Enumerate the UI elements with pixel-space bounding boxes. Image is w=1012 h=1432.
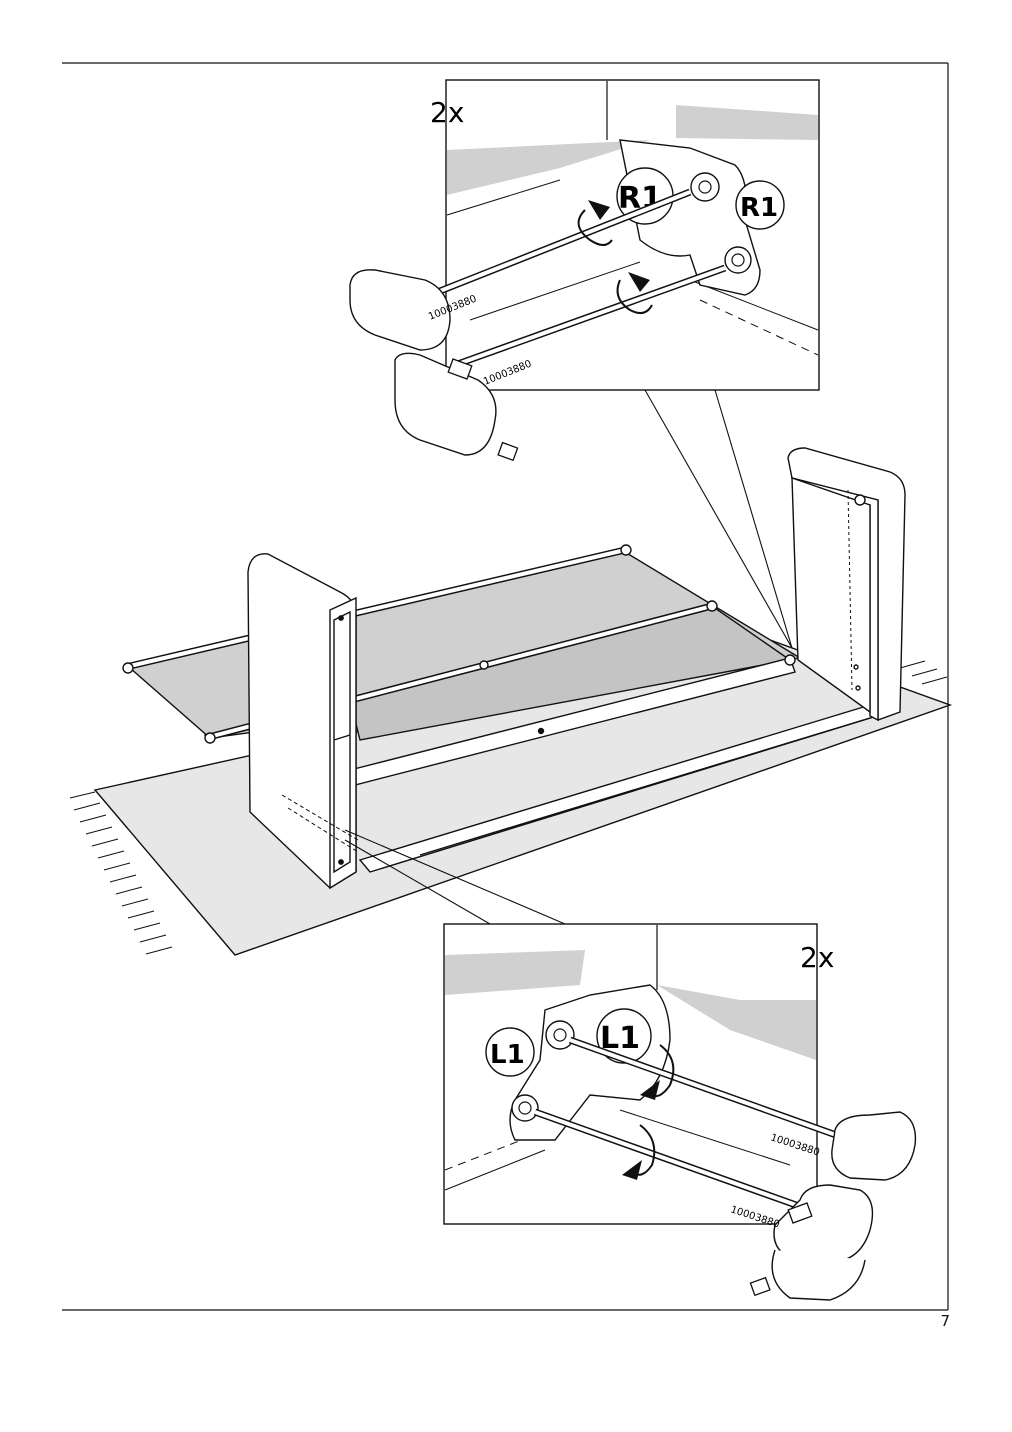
page-number: 7	[940, 1312, 950, 1330]
quantity-label-bottom: 2x	[800, 941, 834, 974]
callout-leaders	[344, 389, 793, 925]
marker-l1-b: L1	[490, 1040, 525, 1070]
callout-bottom: 2x L1 L1 10003880 10003880	[443, 923, 917, 1301]
right-side-panel	[787, 447, 906, 722]
main-scene	[69, 447, 953, 956]
marker-r1-b: R1	[740, 193, 778, 223]
quantity-label-top: 2x	[430, 96, 464, 129]
callout-top: 2x R1 R1 10003880 10003880	[349, 79, 820, 462]
left-side-panel	[247, 553, 359, 890]
rug-fringe	[69, 660, 948, 955]
